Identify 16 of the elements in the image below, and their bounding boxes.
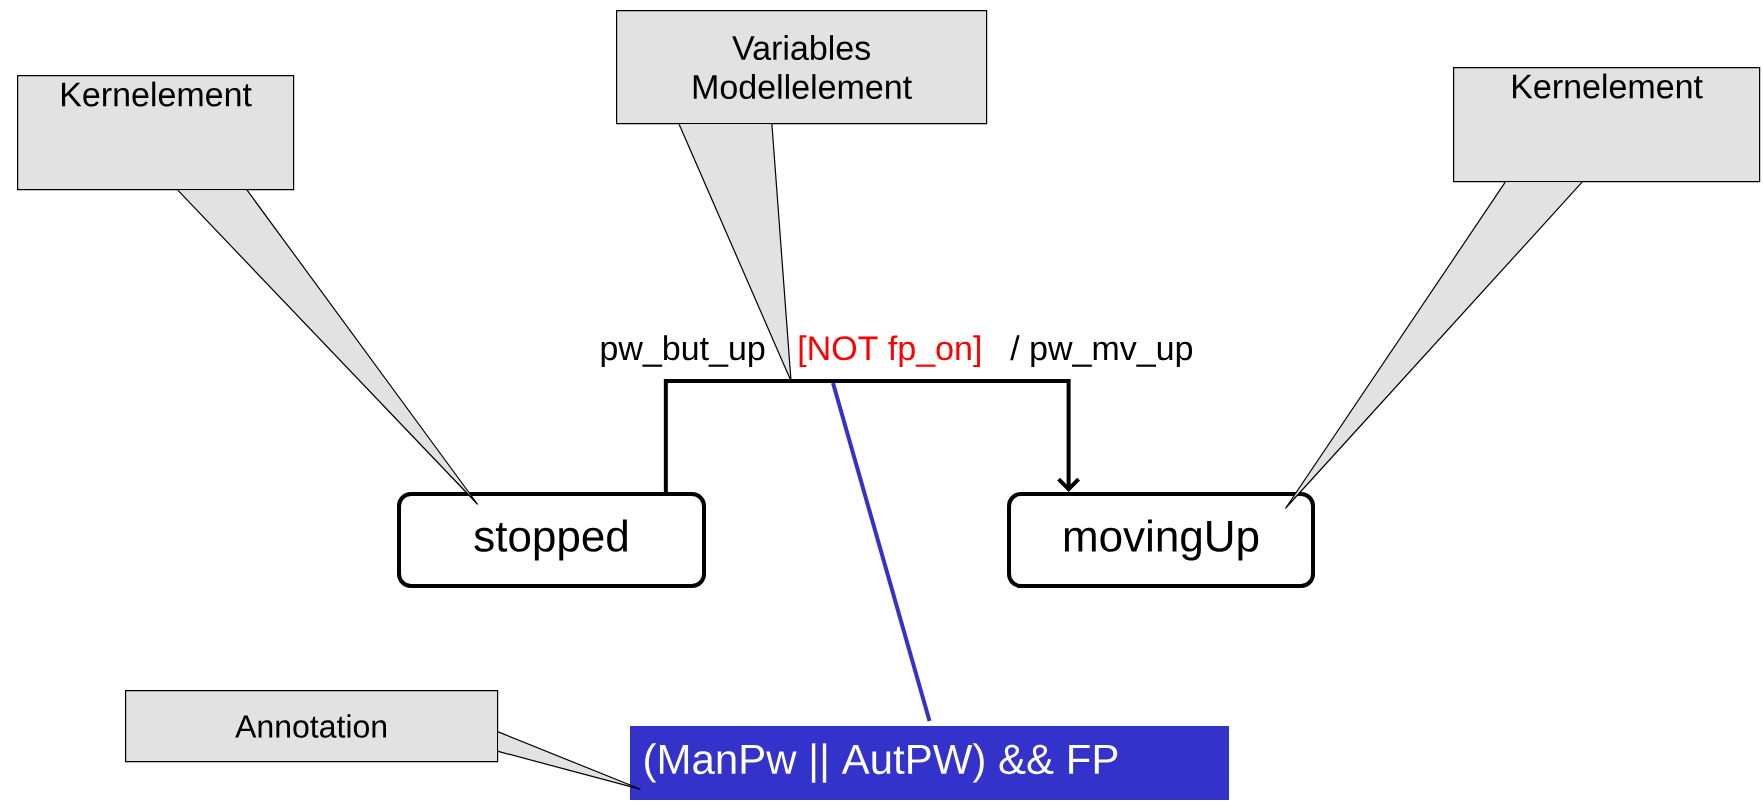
- state-box: movingUp: [1007, 492, 1315, 588]
- callout-tail: [678, 123, 792, 382]
- transition-text: [NOT fp_on]: [799, 335, 980, 368]
- callout-tail: [177, 189, 478, 505]
- edge-label: pw_but_up: [601, 335, 765, 368]
- callout-box: Annotation: [125, 690, 499, 763]
- leader-line: [831, 382, 932, 722]
- callout-box: Kernelement: [1453, 67, 1761, 183]
- callout-box: Variables Modellelement: [616, 10, 988, 125]
- callout-tail: [497, 731, 641, 790]
- callout-box: Kernelement: [17, 75, 295, 191]
- callout-tail: [1285, 181, 1583, 509]
- annotation-box: (ManPw || AutPW) && FP: [625, 721, 1234, 805]
- transition-text: / pw_mv_up: [1010, 335, 1193, 368]
- transition-arrow: [663, 379, 1081, 492]
- state-box: stopped: [397, 492, 706, 588]
